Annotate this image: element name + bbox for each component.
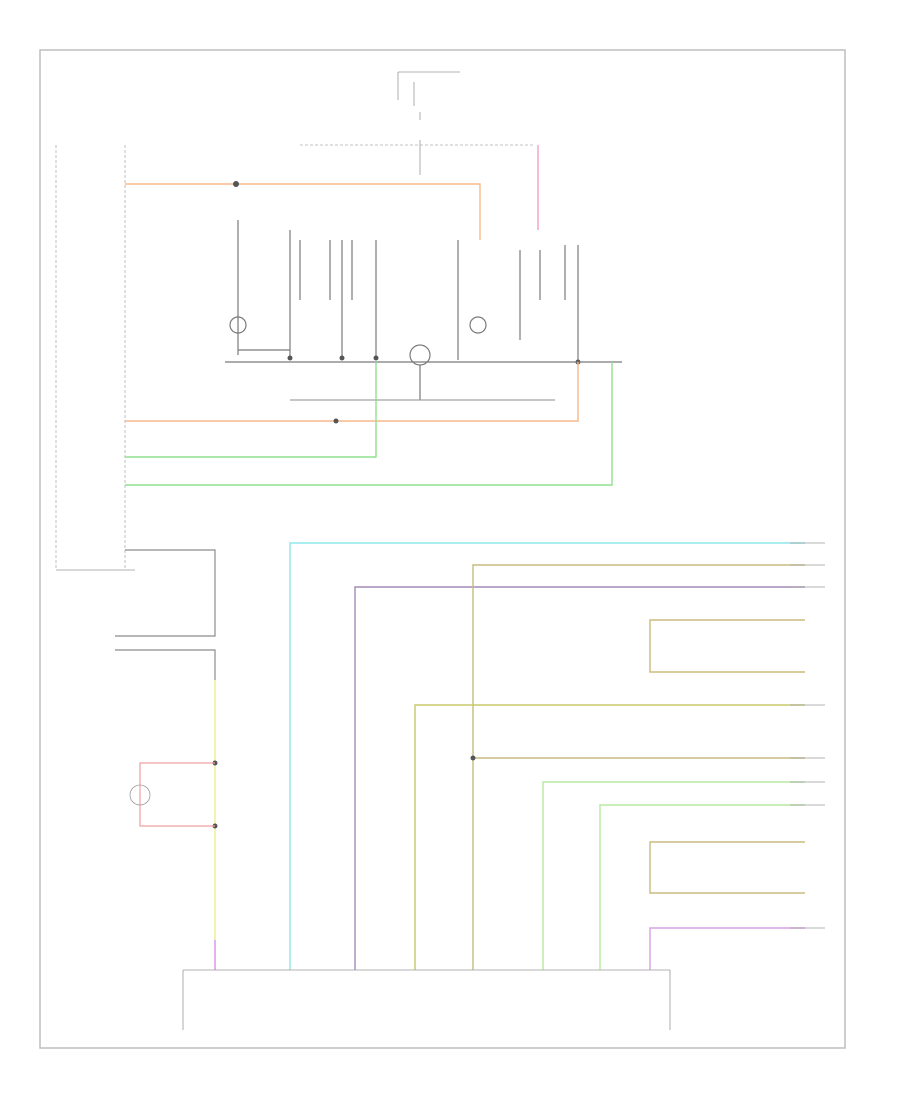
bottom-module <box>182 969 671 1030</box>
top-fuse-block <box>397 71 460 120</box>
gray-wire-lower <box>115 649 216 680</box>
green-wire-1 <box>125 362 377 458</box>
center-motor <box>409 344 431 400</box>
driver-motor-loop <box>649 619 805 673</box>
orange-splice <box>333 418 339 424</box>
tan-wire <box>472 564 805 970</box>
orange-wire-mid <box>125 362 579 422</box>
passenger-motor-loop <box>649 841 805 894</box>
right-connectors <box>790 542 825 929</box>
olive-wire <box>414 704 805 970</box>
green-wire-4 <box>599 804 805 970</box>
passenger-switch-assembly <box>457 240 581 365</box>
lamp-circuit <box>129 762 215 827</box>
tan-splice <box>470 755 476 761</box>
gray-wire-upper <box>115 549 216 637</box>
green-wire-3 <box>542 781 805 970</box>
purple-wire <box>354 586 805 970</box>
magenta-wire <box>649 927 805 970</box>
diagram-frame <box>39 49 846 1049</box>
driver-switch-assembly <box>229 220 379 361</box>
orange-feed-top <box>125 181 481 240</box>
cyan-wire <box>289 542 805 970</box>
green-wire-2 <box>125 362 613 486</box>
